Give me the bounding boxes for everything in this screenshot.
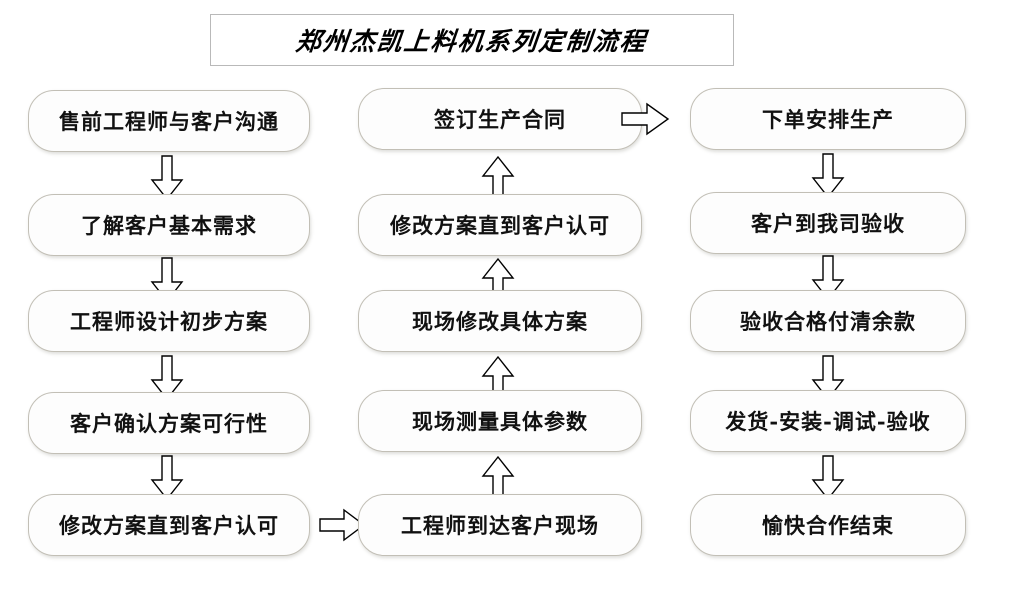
node-label: 发货-安装-调试-验收 [725,409,931,434]
arrow-down-col3-3 [811,355,845,401]
node-col3-3[interactable]: 验收合格付清余款 [690,290,966,352]
node-label: 现场测量具体参数 [412,409,588,434]
node-label: 愉快合作结束 [762,513,894,538]
node-col3-5[interactable]: 愉快合作结束 [690,494,966,556]
node-col1-3[interactable]: 工程师设计初步方案 [28,290,310,352]
node-label: 验收合格付清余款 [740,309,916,334]
arrow-down-col3-4 [811,455,845,501]
node-col1-5[interactable]: 修改方案直到客户认可 [28,494,310,556]
node-col1-1[interactable]: 售前工程师与客户沟通 [28,90,310,152]
arrow-right-col1-to-col2 [319,508,366,542]
arrow-down-col3-2 [811,255,845,301]
arrow-right-col2-to-col3 [621,102,670,136]
node-label: 客户确认方案可行性 [70,411,268,436]
node-col2-1[interactable]: 签订生产合同 [358,88,642,150]
arrow-down-col1-4 [150,455,184,501]
node-col3-2[interactable]: 客户到我司验收 [690,192,966,254]
node-col2-5[interactable]: 工程师到达客户现场 [358,494,642,556]
node-label: 客户到我司验收 [751,211,905,236]
node-col2-3[interactable]: 现场修改具体方案 [358,290,642,352]
chart-title-box: 郑州杰凯上料机系列定制流程 [210,14,734,66]
node-label: 售前工程师与客户沟通 [59,109,279,134]
node-label: 现场修改具体方案 [412,309,588,334]
node-label: 工程师到达客户现场 [401,513,599,538]
node-col2-4[interactable]: 现场测量具体参数 [358,390,642,452]
node-col3-1[interactable]: 下单安排生产 [690,88,966,150]
chart-title-text: 郑州杰凯上料机系列定制流程 [294,27,649,56]
node-label: 签订生产合同 [434,107,566,132]
node-col3-4[interactable]: 发货-安装-调试-验收 [690,390,966,452]
arrow-down-col1-3 [150,355,184,401]
node-label: 修改方案直到客户认可 [59,513,279,538]
node-label: 修改方案直到客户认可 [390,213,610,238]
node-label: 工程师设计初步方案 [70,309,268,334]
node-label: 下单安排生产 [762,107,894,132]
arrow-down-col3-1 [811,153,845,199]
arrow-down-col1-1 [150,155,184,201]
node-col1-2[interactable]: 了解客户基本需求 [28,194,310,256]
node-col2-2[interactable]: 修改方案直到客户认可 [358,194,642,256]
node-col1-4[interactable]: 客户确认方案可行性 [28,392,310,454]
node-label: 了解客户基本需求 [81,213,257,238]
